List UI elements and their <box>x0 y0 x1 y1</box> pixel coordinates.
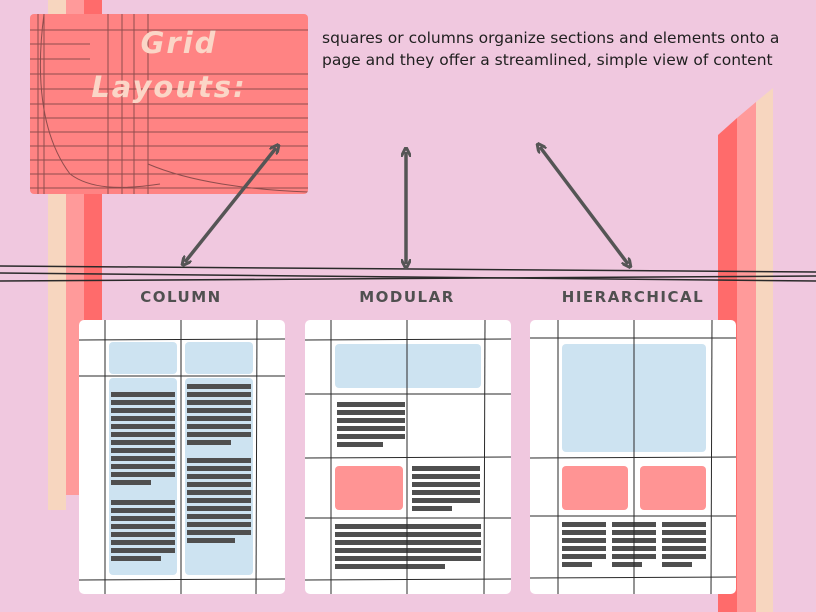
hierarchical-layout-card <box>530 320 736 594</box>
arrow-column <box>185 148 276 262</box>
guide-line-3 <box>0 275 816 282</box>
guide-line-1 <box>0 265 816 273</box>
hierarchical-text-bars <box>530 320 736 594</box>
modular-header <box>335 344 481 388</box>
title-line-2: Layouts: <box>91 70 247 104</box>
label-hierarchical: HIERARCHICAL <box>561 288 705 306</box>
column-layout-card <box>79 320 285 594</box>
title-line-1: Grid <box>140 26 218 60</box>
column-header-right <box>185 342 253 374</box>
modular-layout-card <box>305 320 511 594</box>
label-modular: MODULAR <box>359 288 455 306</box>
label-column: COLUMN <box>140 288 222 306</box>
description-text: squares or columns organize sections and… <box>322 29 780 69</box>
modular-text-bars <box>305 320 511 594</box>
modular-image-block <box>335 466 403 510</box>
guide-line-2 <box>0 272 816 282</box>
column-header-left <box>109 342 177 374</box>
hierarchical-image-right <box>640 466 706 510</box>
column-text-bars <box>79 320 285 594</box>
hierarchical-image-left <box>562 466 628 510</box>
arrow-hierarchical <box>540 147 628 264</box>
